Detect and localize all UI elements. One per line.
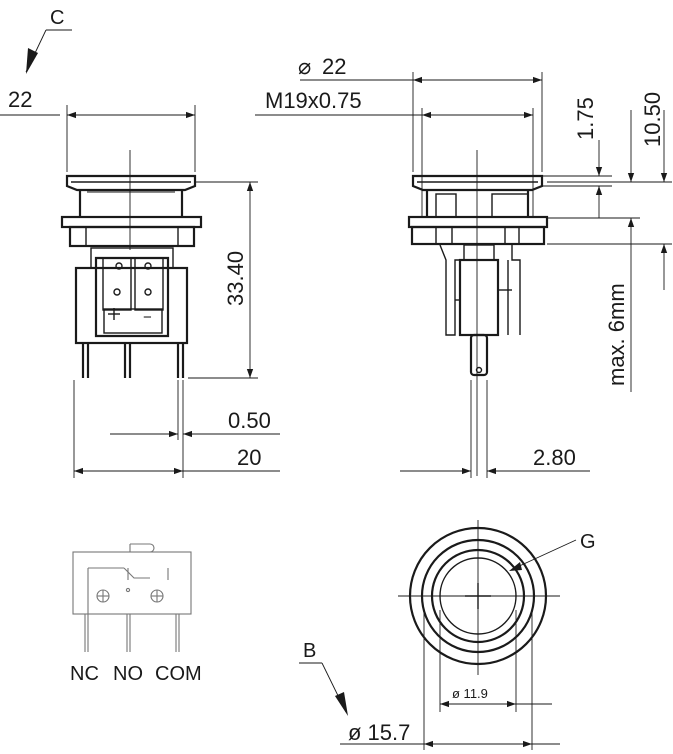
front-pin-span-dim: 20: [237, 445, 261, 470]
label-c: C: [50, 7, 64, 29]
top-inner-diameter: ø 11.9: [452, 686, 488, 701]
schematic-com-label: COM: [155, 663, 202, 685]
top-view: G ø 11.9 ø 15.7 B: [299, 520, 596, 750]
front-pin-offset-dim: 0.50: [228, 408, 271, 433]
label-g: G: [580, 531, 596, 553]
front-view: 22 −: [0, 87, 280, 478]
minus-symbol: −: [143, 309, 152, 326]
side-diameter-symbol: ⌀: [298, 54, 311, 79]
schematic-no-label: NO: [113, 663, 143, 685]
side-top-dim: 1.75: [573, 97, 598, 140]
side-pin-dim: 2.80: [533, 445, 576, 470]
switch-schematic: NC NO COM: [70, 543, 202, 685]
schematic-nc-label: NC: [70, 663, 99, 685]
top-outer-diameter: ø 15.7: [348, 720, 410, 745]
front-width-dim: 22: [8, 87, 32, 112]
side-diameter-dim: 22: [322, 54, 346, 79]
side-max-depth-dim: max. 6mm: [604, 283, 629, 386]
front-height-dim: 33.40: [223, 251, 248, 306]
label-c-group: C: [25, 7, 72, 74]
label-b: B: [303, 640, 316, 662]
side-view: ⌀ 22 M19x0.75: [255, 54, 672, 478]
side-flange-dim: 10.50: [640, 92, 665, 147]
side-thread-dim: M19x0.75: [265, 88, 362, 113]
